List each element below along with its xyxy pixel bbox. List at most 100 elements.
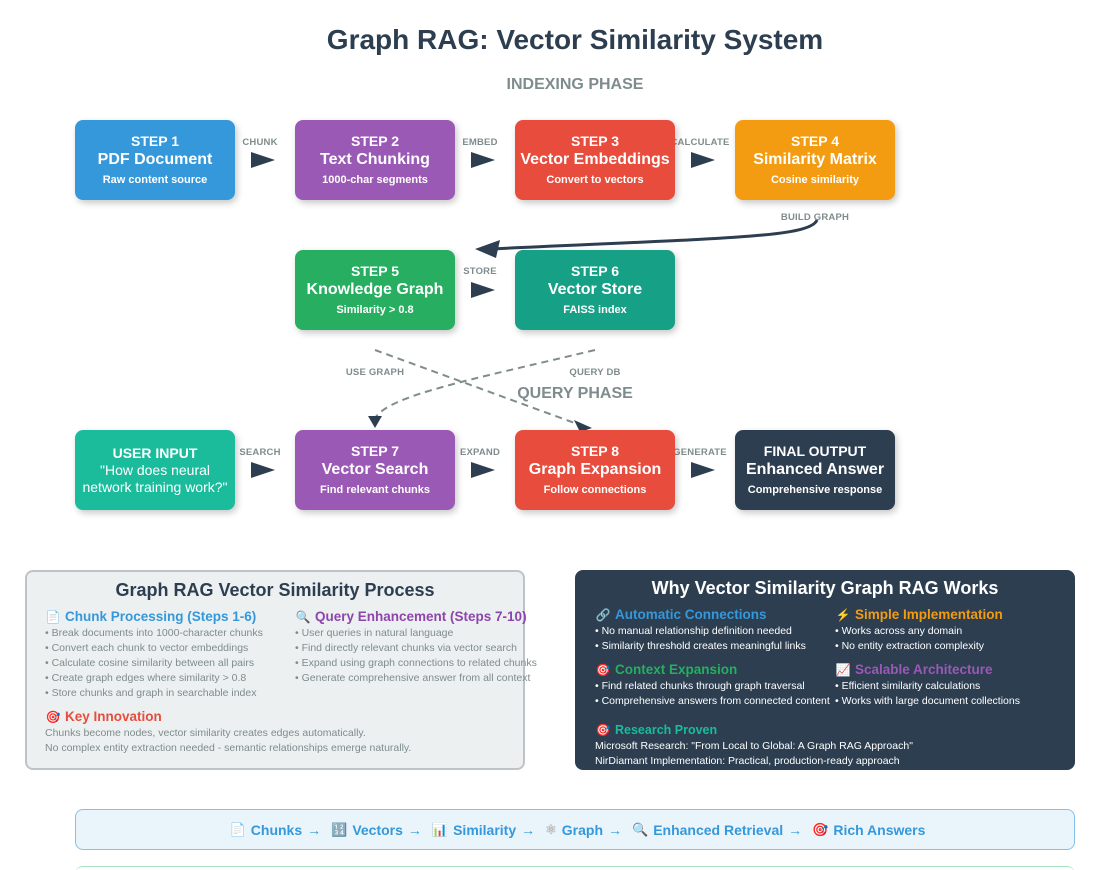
key-innovation-title: Key Innovation bbox=[65, 709, 162, 724]
list-item: • Works with large document collections bbox=[835, 695, 1020, 707]
atom-icon: ⚛ bbox=[545, 821, 557, 837]
arrow-search bbox=[251, 462, 275, 478]
bar-chart-icon: 📊 bbox=[431, 821, 449, 837]
node-step-6-vector-store[interactable]: STEP 6 Vector Store FAISS index bbox=[515, 250, 675, 330]
node-step-4-similarity-matrix[interactable]: STEP 4 Similarity Matrix Cosine similari… bbox=[735, 120, 895, 200]
node-user-input[interactable]: USER INPUT "How does neural network trai… bbox=[75, 430, 235, 510]
simple-implementation-title: Simple Implementation bbox=[855, 607, 1003, 622]
flow-item-similarity: Similarity bbox=[453, 821, 517, 838]
list-item: • Find related chunks through graph trav… bbox=[595, 680, 805, 692]
node-description: Find relevant chunks bbox=[319, 484, 431, 496]
node-description: 1000-char segments bbox=[322, 174, 428, 186]
list-item: • Convert each chunk to vector embedding… bbox=[45, 642, 249, 654]
arrow-build-graph bbox=[489, 219, 819, 251]
node-step-8-graph-expansion[interactable]: STEP 8 Graph Expansion Follow connection… bbox=[515, 430, 675, 510]
edge-label-use-graph: USE GRAPH bbox=[345, 367, 405, 378]
list-item: • No manual relationship definition need… bbox=[595, 625, 792, 637]
target-icon: 🎯 bbox=[812, 821, 829, 837]
bottom-panel-edge bbox=[75, 866, 1075, 870]
query-enhancement-section: 🔍Query Enhancement (Steps 7-10) • User q… bbox=[295, 608, 537, 686]
context-expansion-title: Context Expansion bbox=[615, 662, 738, 677]
node-description: Raw content source bbox=[102, 174, 208, 186]
node-description: Similarity > 0.8 bbox=[336, 304, 414, 316]
numbers-icon: 🔢 bbox=[331, 821, 348, 837]
list-item: • Find directly relevant chunks via vect… bbox=[295, 642, 517, 654]
flow-item-enhanced-retrieval: Enhanced Retrieval bbox=[653, 821, 784, 838]
node-final-output[interactable]: FINAL OUTPUT Enhanced Answer Comprehensi… bbox=[735, 430, 895, 510]
node-step-2-text-chunking[interactable]: STEP 2 Text Chunking 1000-char segments bbox=[295, 120, 455, 200]
node-step-3-vector-embeddings[interactable]: STEP 3 Vector Embeddings Convert to vect… bbox=[515, 120, 675, 200]
simple-implementation-section: ⚡Simple Implementation • Works across an… bbox=[835, 606, 1003, 654]
research-line: Microsoft Research: "From Local to Globa… bbox=[595, 740, 913, 752]
arrow-right-icon: → bbox=[407, 821, 422, 838]
arrow-calculate bbox=[691, 152, 715, 168]
search-icon: 🔍 bbox=[295, 610, 311, 624]
edge-label-store: STORE bbox=[463, 266, 497, 277]
edge-label-query-db: QUERY DB bbox=[569, 367, 621, 378]
node-step-5-knowledge-graph[interactable]: STEP 5 Knowledge Graph Similarity > 0.8 bbox=[295, 250, 455, 330]
scalable-architecture-section: 📈Scalable Architecture • Efficient simil… bbox=[835, 661, 1020, 709]
arrow-right-icon: → bbox=[608, 821, 623, 838]
node-step-1-pdf-document[interactable]: STEP 1 PDF Document Raw content source bbox=[75, 120, 235, 200]
edge-label-expand: EXPAND bbox=[459, 447, 501, 458]
list-item: • Comprehensive answers from connected c… bbox=[595, 695, 830, 707]
lightning-icon: ⚡ bbox=[835, 608, 851, 622]
list-item: • Calculate cosine similarity between al… bbox=[45, 657, 255, 669]
arrow-right-icon: → bbox=[521, 821, 536, 838]
research-proven-title: Research Proven bbox=[615, 723, 718, 737]
edge-label-build-graph: BUILD GRAPH bbox=[780, 212, 850, 223]
search-icon: 🔍 bbox=[632, 821, 649, 837]
document-icon: 📄 bbox=[229, 821, 246, 837]
node-step-label: STEP 6 bbox=[571, 263, 619, 279]
arrow-chunk bbox=[251, 152, 275, 168]
edge-label-embed: EMBED bbox=[462, 137, 498, 148]
flow-item-graph: Graph bbox=[561, 821, 604, 838]
flow-item-vectors: Vectors bbox=[352, 821, 403, 838]
list-item: • Store chunks and graph in searchable i… bbox=[45, 687, 257, 699]
document-icon: 📄 bbox=[45, 610, 61, 624]
process-panel-title: Graph RAG Vector Similarity Process bbox=[115, 580, 435, 600]
target-icon: 🎯 bbox=[595, 663, 611, 677]
node-title: Vector Search bbox=[321, 461, 429, 478]
node-step-label: STEP 1 bbox=[131, 133, 179, 149]
node-title: Text Chunking bbox=[320, 151, 430, 168]
automatic-connections-title: Automatic Connections bbox=[615, 607, 767, 622]
research-proven-section: 🎯Research Proven Microsoft Research: "Fr… bbox=[595, 721, 913, 769]
node-title: Vector Store bbox=[547, 281, 643, 298]
node-step-label: USER INPUT bbox=[112, 444, 198, 461]
arrow-expand bbox=[471, 462, 495, 478]
node-title: PDF Document bbox=[97, 151, 213, 168]
flow-item-chunks: Chunks bbox=[250, 821, 303, 838]
arrow-query-db bbox=[374, 349, 596, 419]
node-title: Similarity Matrix bbox=[753, 151, 877, 168]
arrow-store bbox=[471, 282, 495, 298]
node-step-label: STEP 5 bbox=[351, 263, 399, 279]
key-innovation-section: 🎯Key Innovation Chunks become nodes, vec… bbox=[45, 708, 411, 756]
chart-increasing-icon: 📈 bbox=[835, 663, 851, 677]
page-title: Graph RAG: Vector Similarity System bbox=[326, 24, 824, 55]
edge-label-calculate: CALCULATE bbox=[670, 137, 730, 148]
context-expansion-section: 🎯 Context Expansion • Find related chunks… bbox=[595, 661, 830, 709]
edge-label-generate: GENERATE bbox=[673, 447, 727, 458]
node-step-label: STEP 8 bbox=[571, 443, 619, 459]
arrow-right-icon: → bbox=[788, 821, 803, 838]
research-line: NirDiamant Implementation: Practical, pr… bbox=[595, 755, 900, 767]
node-description: Follow connections bbox=[543, 484, 647, 496]
arrow-generate bbox=[691, 462, 715, 478]
target-icon: 🎯 bbox=[45, 710, 61, 724]
arrow-embed bbox=[471, 152, 495, 168]
chunk-processing-title: Chunk Processing (Steps 1-6) bbox=[65, 609, 257, 624]
list-item: • Break documents into 1000-character ch… bbox=[45, 627, 263, 639]
scalable-architecture-title: Scalable Architecture bbox=[855, 662, 993, 677]
edge-label-search: SEARCH bbox=[239, 447, 281, 458]
node-step-label: STEP 7 bbox=[351, 443, 399, 459]
node-title: Enhanced Answer bbox=[745, 461, 885, 478]
list-item: • User queries in natural language bbox=[295, 627, 454, 639]
key-innovation-line: No complex entity extraction needed - se… bbox=[45, 742, 412, 754]
chunk-processing-section: 📄 Chunk Processing (Steps 1-6) • Break do… bbox=[45, 608, 263, 701]
node-step-label: FINAL OUTPUT bbox=[763, 443, 867, 459]
list-item: • Expand using graph connections to rela… bbox=[295, 657, 537, 669]
node-step-label: STEP 4 bbox=[791, 133, 839, 149]
list-item: • Create graph edges where similarity > … bbox=[45, 672, 247, 684]
node-step-7-vector-search[interactable]: STEP 7 Vector Search Find relevant chunk… bbox=[295, 430, 455, 510]
